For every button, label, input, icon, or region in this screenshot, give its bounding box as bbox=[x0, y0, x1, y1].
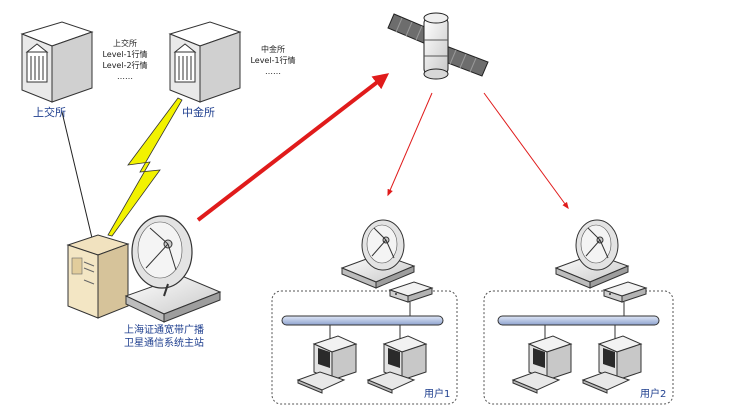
downlink-arrow-user1 bbox=[387, 92, 433, 197]
station-dish-icon bbox=[124, 215, 222, 323]
wireless-link-icon bbox=[107, 97, 183, 237]
user-label-1: 用户1 bbox=[424, 389, 451, 400]
user2-dish-icon bbox=[554, 219, 630, 289]
main-station-label: 上海证通宽带广播 卫星通信系统主站 bbox=[114, 324, 214, 350]
user2-pc-icon bbox=[511, 335, 573, 394]
exchange-label-zjs: 中金所 bbox=[182, 106, 215, 119]
feed-line: 上交所 bbox=[113, 39, 137, 48]
user1-dish-icon bbox=[340, 219, 416, 289]
user-group-1-frame bbox=[271, 290, 458, 405]
user-label-2: 用户2 bbox=[640, 389, 667, 400]
user2-modem-icon bbox=[602, 281, 648, 303]
user2-network-bus bbox=[497, 315, 660, 326]
exchange-feeds-zjs: 中金所 Level-1行情 …… bbox=[248, 44, 298, 77]
feed-line: Level-1行情 bbox=[102, 50, 148, 59]
user-group-2-frame bbox=[483, 290, 674, 405]
user1-network-bus bbox=[281, 315, 444, 326]
user1-pc-icon bbox=[366, 335, 428, 394]
line-shjs-to-station bbox=[61, 111, 93, 239]
station-server-icon bbox=[66, 234, 130, 319]
exchange-server-icon bbox=[20, 21, 94, 103]
feed-line: …… bbox=[265, 67, 281, 76]
main-station-label-line2: 卫星通信系统主站 bbox=[124, 338, 204, 349]
user2-pc-icon bbox=[581, 335, 643, 394]
feed-line: Level-2行情 bbox=[102, 61, 148, 70]
downlink-arrow-user2 bbox=[483, 92, 569, 210]
feed-line: 中金所 bbox=[261, 45, 285, 54]
uplink-arrow bbox=[196, 73, 390, 222]
satellite-icon bbox=[387, 12, 489, 80]
user1-modem-icon bbox=[388, 281, 434, 303]
feed-line: Level-1行情 bbox=[250, 56, 296, 65]
exchange-server-icon bbox=[168, 21, 242, 103]
exchange-feeds-shjs: 上交所 Level-1行情 Level-2行情 …… bbox=[100, 38, 150, 82]
exchange-label-shjs: 上交所 bbox=[33, 106, 66, 119]
feed-line: …… bbox=[117, 72, 133, 81]
user1-pc-icon bbox=[296, 335, 358, 394]
main-station-label-line1: 上海证通宽带广播 bbox=[124, 325, 204, 336]
